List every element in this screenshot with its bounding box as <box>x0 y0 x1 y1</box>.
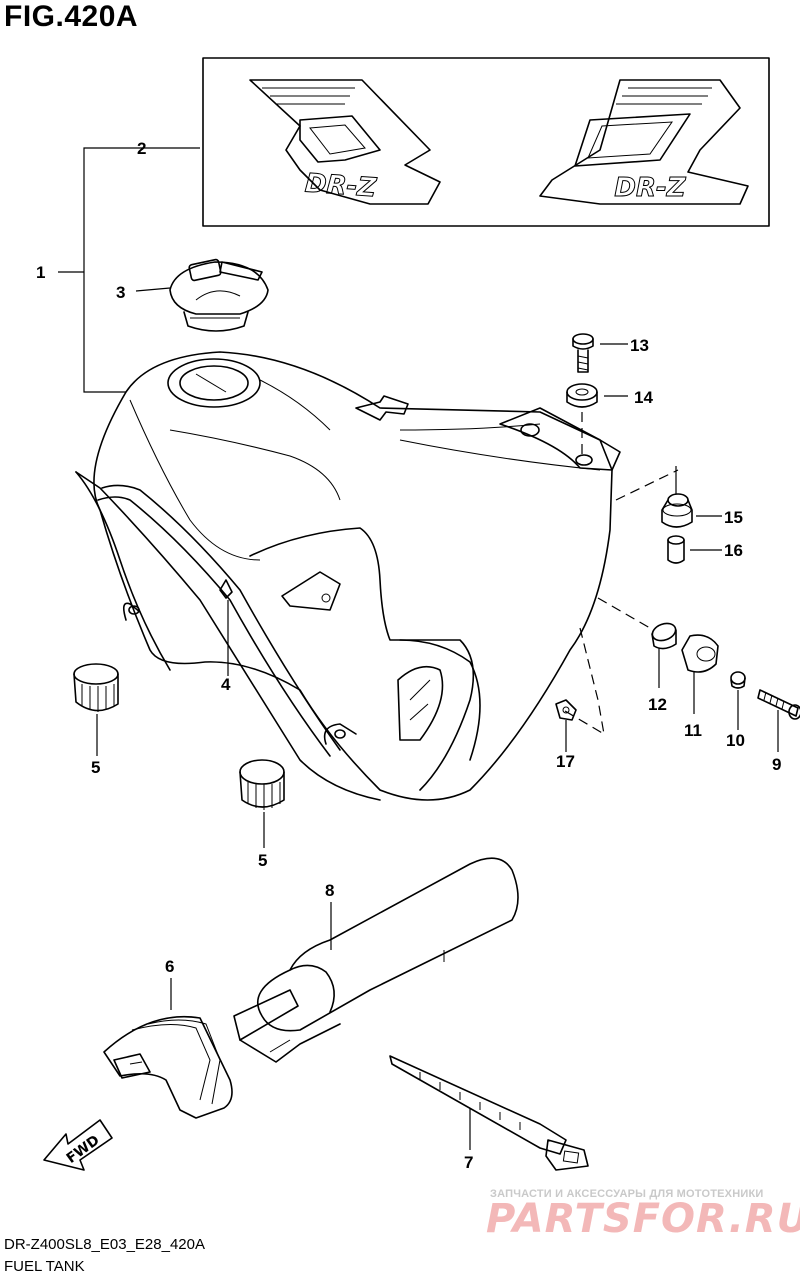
leader-3 <box>135 287 171 292</box>
callout-3: 3 <box>116 283 125 302</box>
grommet-14[interactable] <box>566 383 598 408</box>
watermark-subtitle: ЗАПЧАСТИ И АКСЕССУАРЫ ДЛЯ МОТОТЕХНИКИ <box>490 1188 764 1200</box>
cover-8[interactable] <box>233 857 519 1063</box>
protector-6[interactable] <box>103 1015 233 1119</box>
collar-16[interactable] <box>667 535 685 564</box>
cushion-15[interactable] <box>661 493 693 528</box>
callout-10: 10 <box>726 731 745 750</box>
watermark-logo: PARTSFOR.RU <box>486 1196 800 1242</box>
nut-17[interactable] <box>555 699 577 721</box>
fwd-arrow: FWD <box>43 1119 113 1171</box>
cushion-12[interactable] <box>650 620 678 650</box>
dashline-17 <box>559 627 605 736</box>
decal-left: DR-Z <box>249 79 441 205</box>
callout-11: 11 <box>684 721 702 740</box>
callout-2: 2 <box>137 139 146 158</box>
spacer-11[interactable] <box>681 634 719 673</box>
callout-17: 17 <box>556 752 575 771</box>
callout-16: 16 <box>724 541 743 560</box>
callout-15: 15 <box>724 508 743 527</box>
callout-14: 14 <box>634 388 653 407</box>
collar-10[interactable] <box>730 671 746 689</box>
callout-4: 4 <box>221 675 231 694</box>
cushion-upper[interactable] <box>73 663 119 712</box>
callout-12: 12 <box>648 695 667 714</box>
bolt-13[interactable] <box>572 333 594 373</box>
decal-box <box>202 57 770 227</box>
decal-right: DR-Z <box>539 79 749 205</box>
vent-hose[interactable] <box>219 579 233 599</box>
figure-name: FUEL TANK <box>4 1258 85 1275</box>
decal-set[interactable]: DR-Z DR-Z <box>202 57 770 227</box>
callout-9: 9 <box>772 755 781 774</box>
figure-title: FIG.420A <box>4 0 139 33</box>
callout-8: 8 <box>325 881 334 900</box>
cable-tie-7[interactable] <box>389 1055 589 1171</box>
callout-1: 1 <box>36 263 45 282</box>
bolt-9[interactable] <box>757 689 800 720</box>
dashline-15 <box>615 469 679 501</box>
callout-5a: 5 <box>91 758 100 777</box>
decal-right-text: DR-Z <box>614 173 686 203</box>
callout-7: 7 <box>464 1153 473 1172</box>
callout-6: 6 <box>165 957 174 976</box>
figure-code: DR-Z400SL8_E03_E28_420A <box>4 1236 205 1253</box>
fuel-cap[interactable] <box>169 258 269 332</box>
fuel-tank[interactable] <box>75 351 621 801</box>
cushion-lower[interactable] <box>239 759 285 810</box>
decal-left-text: DR-Z <box>304 169 378 204</box>
callout-5b: 5 <box>258 851 267 870</box>
assembly-bracket <box>83 147 200 393</box>
fwd-label: FWD <box>64 1132 103 1166</box>
dashline-12 <box>597 597 651 629</box>
callout-13: 13 <box>630 336 649 355</box>
